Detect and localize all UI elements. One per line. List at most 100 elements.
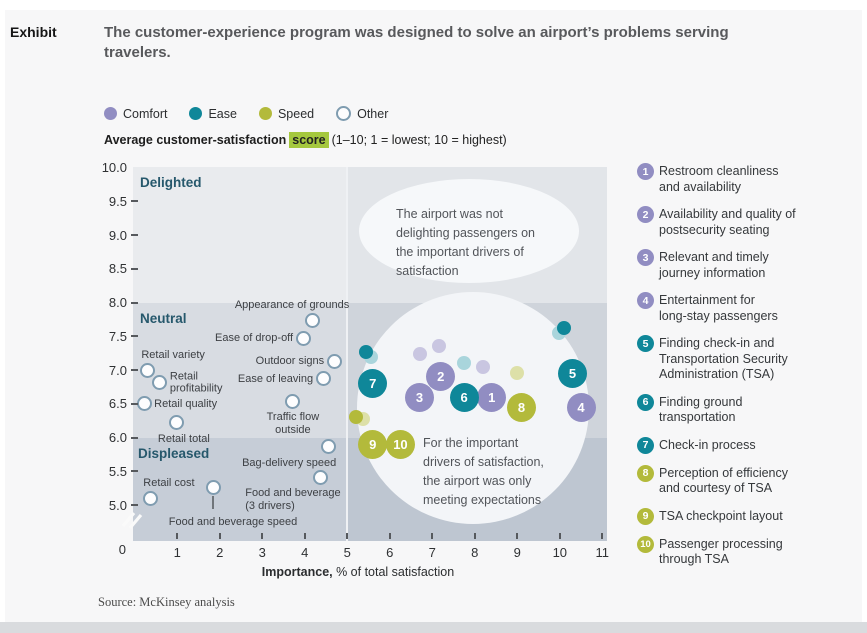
driver-legend-number: 6: [637, 393, 654, 411]
legend-item-comfort: Comfort: [104, 107, 167, 121]
other-point-label: Bag-delivery speed: [242, 456, 337, 469]
minor-dot: [359, 344, 373, 359]
minor-dot: [510, 366, 525, 381]
label-connector-line: [212, 495, 214, 509]
x-tick-label: 1: [173, 545, 181, 560]
annotation-top: The airport was not delighting passenger…: [396, 207, 535, 278]
other-point-label: Retail cost: [143, 476, 195, 489]
driver-bubble-2: 2: [426, 362, 456, 392]
driver-legend-item-10: 10 Passenger processing through TSA: [637, 535, 867, 568]
x-tick-label: 3: [258, 545, 266, 560]
other-point-label: Retail quality: [154, 397, 218, 410]
y-tick-mark: [131, 402, 138, 405]
speed-swatch-icon: [258, 107, 272, 120]
other-point-label: Ease of drop-off: [215, 332, 294, 345]
driver-legend-label: Availability and quality of postsecurity…: [659, 207, 796, 237]
x-tick-label: 10: [552, 545, 568, 560]
x-tick-mark: [431, 533, 434, 539]
driver-legend-item-3: 3 Relevant and timely journey information: [637, 249, 867, 281]
x-tick-mark: [346, 533, 349, 539]
other-point-label: Food and beverage speed: [168, 516, 298, 529]
driver-legend-number: 2: [637, 206, 654, 223]
driver-bubble-5: 5: [558, 358, 588, 388]
other-point-dot: [326, 353, 342, 369]
y-tick-label: 5.5: [108, 463, 127, 479]
other-point-dot: [313, 469, 329, 485]
driver-legend-label: Finding check-in and Transportation Secu…: [659, 336, 788, 381]
y-tick-label: 6.5: [108, 396, 127, 412]
driver-legend-number: 3: [637, 249, 654, 266]
y-tick-mark: [131, 436, 138, 439]
exhibit-label: Exhibit: [10, 24, 57, 40]
ease-swatch-icon: [189, 107, 203, 120]
driver-bubble-9: 9: [358, 429, 388, 459]
legend-item-ease: Ease: [189, 107, 237, 121]
y-tick-label: 8.0: [108, 295, 127, 310]
annotation-ellipse-bg: [359, 179, 579, 283]
x-axis-title: Importance, % of total satisfaction: [133, 565, 583, 579]
x-tick-mark: [303, 533, 306, 539]
minor-dot: [456, 356, 471, 371]
driver-legend-number: 7: [637, 436, 654, 454]
driver-legend-item-1: 1 Restroom cleanliness and availability: [637, 163, 867, 195]
other-point-dot: [304, 312, 320, 328]
other-point-label: Food and beverage (3 drivers): [245, 487, 341, 512]
x-tick-label: 7: [428, 545, 436, 560]
driver-legend-number: 4: [637, 292, 654, 309]
minor-dot: [557, 321, 572, 336]
zone-label-displeased: Displeased: [138, 445, 210, 461]
y-tick-mark: [131, 234, 138, 236]
driver-legend-label: Relevant and timely journey information: [659, 250, 769, 280]
y-tick-label: 6.0: [108, 430, 127, 445]
source-note: Source: McKinsey analysis: [98, 595, 235, 609]
legend-item-other: Other: [336, 106, 388, 121]
driver-legend-number: 1: [637, 163, 654, 180]
x-tick-mark: [388, 533, 391, 539]
driver-bubble-1: 1: [477, 382, 507, 412]
y-tick-label: 10.0: [101, 160, 127, 175]
y-tick-label: 5.0: [108, 497, 127, 513]
other-point-label: Outdoor signs: [255, 354, 325, 367]
driver-legend-label: Restroom cleanliness and availability: [659, 164, 779, 194]
y-tick-label: 9.5: [108, 193, 127, 209]
minor-dot: [348, 409, 363, 424]
y-tick-label: 8.5: [108, 261, 127, 277]
legend-item-label: Speed: [277, 106, 315, 121]
other-point-label: Ease of leaving: [237, 372, 314, 385]
driver-legend-number: 10: [637, 535, 654, 553]
x-tick-mark: [176, 533, 179, 539]
driver-bubble-6: 6: [449, 382, 479, 412]
annotation-bottom: For the important drivers of satisfactio…: [423, 436, 544, 507]
driver-legend-label: Finding ground transportation: [659, 394, 743, 425]
x-tick-mark: [218, 533, 221, 539]
y-tick-label: 7.5: [108, 328, 127, 344]
x-axis-title-rest: % of total satisfaction: [332, 565, 455, 579]
driver-bubble-4: 4: [566, 392, 596, 422]
other-point-dot: [205, 479, 221, 495]
driver-legend-label: Passenger processing through TSA: [659, 536, 783, 567]
other-point-dot: [152, 375, 168, 391]
driver-legend-label: Check-in process: [659, 437, 756, 452]
y-tick-mark: [131, 470, 138, 473]
x-tick-label: 5: [343, 545, 351, 560]
zone-label-neutral: Neutral: [140, 310, 187, 326]
y-tick-mark: [131, 335, 138, 338]
other-point-dot: [169, 415, 185, 431]
y-tick-mark: [131, 267, 138, 270]
minor-dot: [432, 338, 447, 353]
other-point-dot: [143, 490, 159, 506]
comfort-swatch-icon: [104, 107, 117, 120]
other-point-dot: [320, 439, 336, 455]
zone-band-left: [133, 437, 347, 541]
x-tick-mark: [516, 533, 519, 539]
legend-item-label: Ease: [208, 106, 237, 121]
y-tick-mark: [131, 369, 138, 371]
driver-legend-label: TSA checkpoint layout: [659, 508, 783, 523]
